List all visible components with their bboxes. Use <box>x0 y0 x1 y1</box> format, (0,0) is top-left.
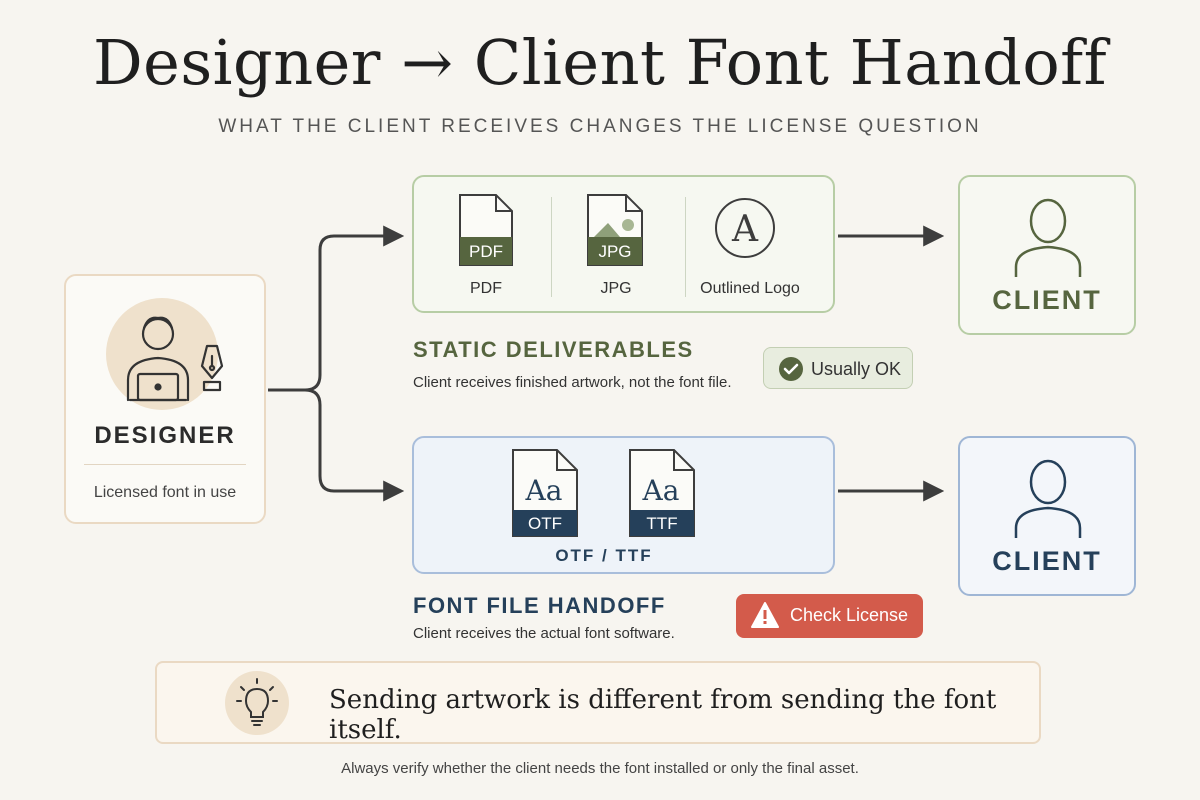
divider <box>685 197 686 297</box>
client-person-icon <box>1014 459 1082 538</box>
client-label: CLIENT <box>992 546 1102 576</box>
file-label-pdf: PDF <box>470 280 502 297</box>
designer-lower-connector <box>304 388 405 502</box>
otf-glyph: Aa <box>525 474 563 507</box>
file-label-jpg: JPG <box>600 280 632 297</box>
font-file-handoff-description: Client receives the actual font software… <box>413 625 675 642</box>
divider <box>551 197 552 297</box>
check-license-text: Check License <box>790 605 909 625</box>
file-label-outlined-logo: Outlined Logo <box>700 280 800 297</box>
designer-label: DESIGNER <box>94 422 236 449</box>
check-license-badge: Check License <box>736 594 923 638</box>
page-title: Designer → Client Font Handoff <box>92 26 1108 99</box>
footnote: Always verify whether the client needs t… <box>341 760 859 777</box>
key-insight-callout: Sending artwork is different from sendin… <box>155 661 1041 745</box>
outlined-logo-icon: A <box>715 198 775 258</box>
lightbulb-icon <box>236 678 278 726</box>
otf-type-label: OTF <box>528 514 562 533</box>
jpg-icon-text: JPG <box>598 242 631 261</box>
ttf-glyph: Aa <box>642 474 680 507</box>
designer-at-laptop-icon <box>126 316 224 402</box>
pdf-icon-text: PDF <box>469 242 503 261</box>
font-file-handoff-title: FONT FILE HANDOFF <box>413 593 666 618</box>
font-file-panel: Aa OTF Aa TTF OTF / TTF <box>412 436 835 574</box>
warning-icon <box>751 602 779 628</box>
client-card-static: CLIENT <box>958 175 1136 335</box>
jpg-file-icon: JPG <box>587 194 643 266</box>
pdf-file-icon: PDF <box>459 194 513 266</box>
usually-ok-badge: Usually OK <box>763 347 913 389</box>
client-person-icon <box>1014 198 1082 277</box>
static-deliverables-panel: PDF PDF JPG JPG A Outlined Logo <box>412 175 835 313</box>
client-card-font: CLIENT <box>958 436 1136 596</box>
ttf-file-icon: Aa TTF <box>629 449 695 537</box>
designer-split-connector <box>268 225 405 392</box>
ttf-type-label: TTF <box>646 514 677 533</box>
designer-card: DESIGNER Licensed font in use <box>64 274 266 524</box>
divider <box>84 464 246 465</box>
check-icon <box>779 357 803 381</box>
static-deliverables-title: STATIC DELIVERABLES <box>413 337 694 362</box>
callout-text: Sending artwork is different from sendin… <box>329 685 997 745</box>
otf-file-icon: Aa OTF <box>512 449 578 537</box>
font-file-caption: OTF / TTF <box>555 546 653 565</box>
page-subtitle: WHAT THE CLIENT RECEIVES CHANGES THE LIC… <box>218 116 982 137</box>
designer-note: Licensed font in use <box>93 484 237 501</box>
usually-ok-text: Usually OK <box>811 359 902 379</box>
static-deliverables-description: Client receives finished artwork, not th… <box>413 374 732 391</box>
client-label: CLIENT <box>992 285 1102 315</box>
logo-icon-text: A <box>731 209 759 250</box>
